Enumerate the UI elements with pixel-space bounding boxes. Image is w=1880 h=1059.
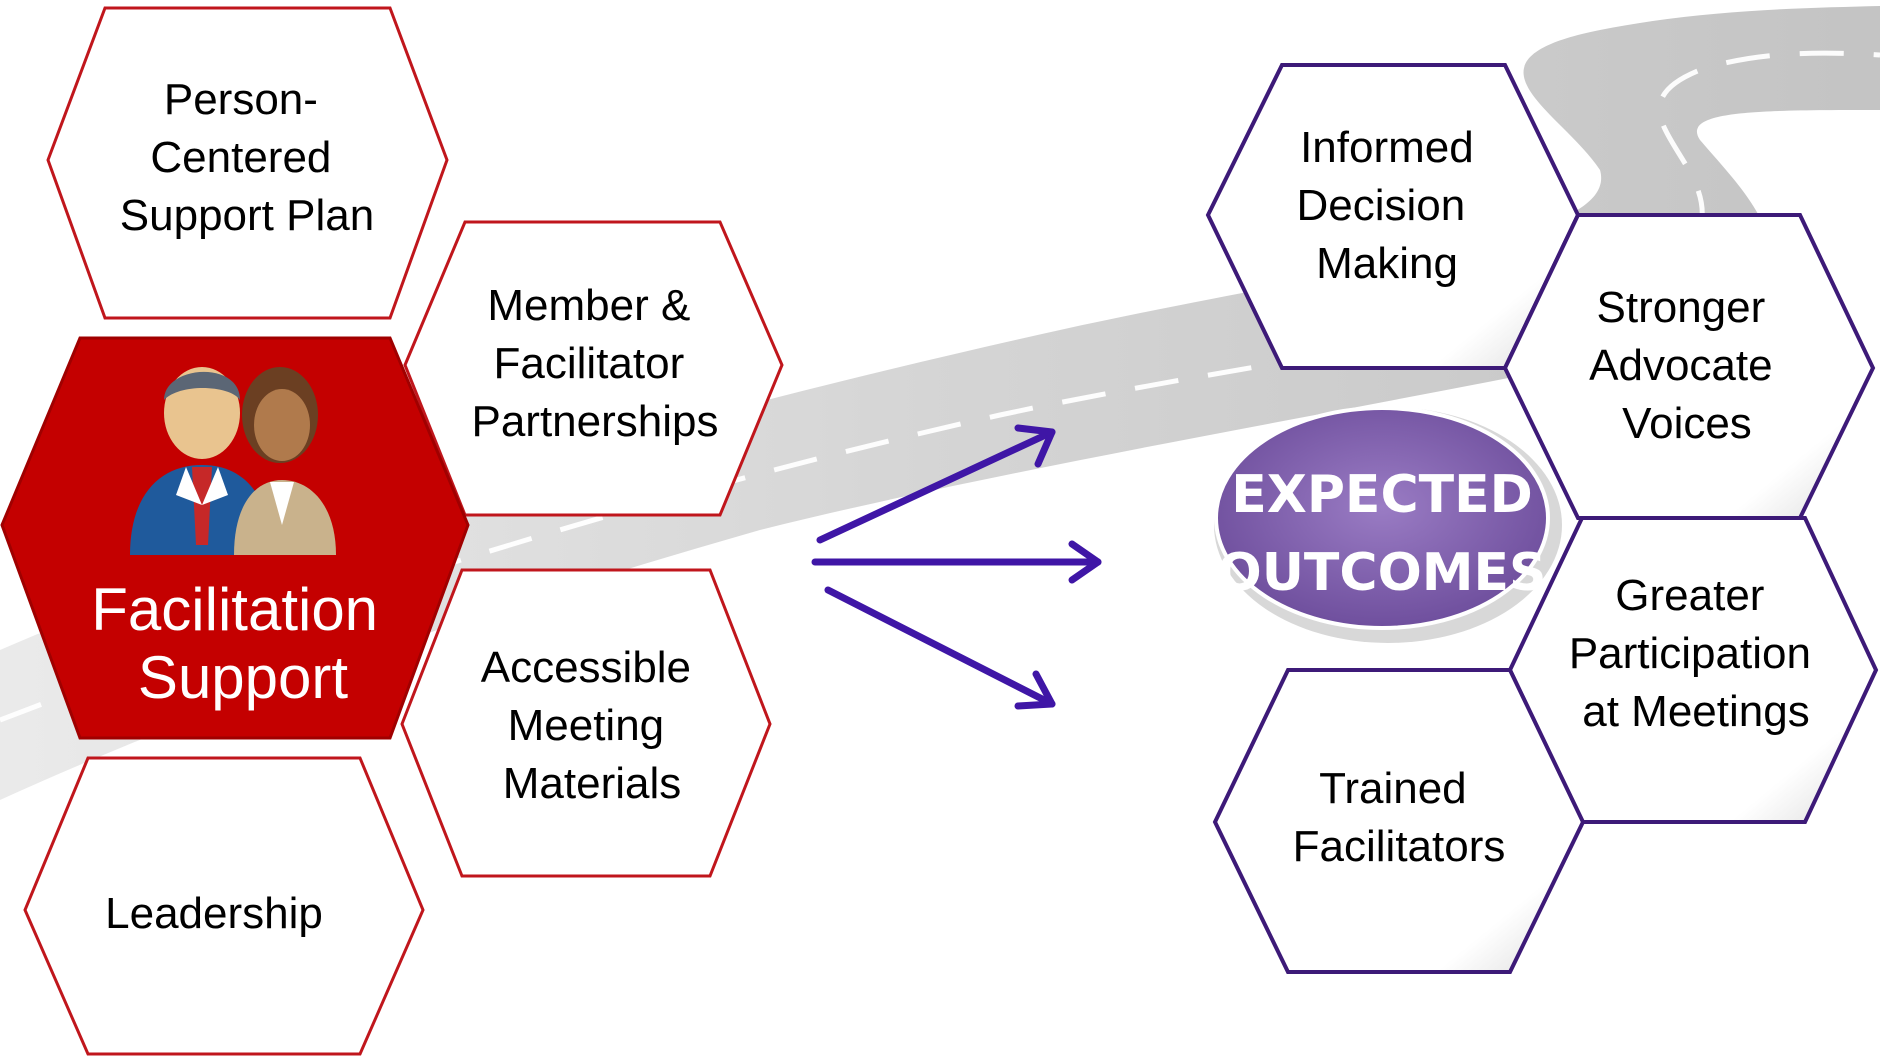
hex-stronger-voices-label: Stronger Advocate Voices — [1589, 283, 1785, 448]
hex-stronger-voices-line-1: Stronger — [1597, 283, 1766, 332]
hex-greater-participation-line-2: Participation — [1569, 629, 1811, 678]
hex-stronger-voices: Stronger Advocate Voices — [1502, 213, 1876, 520]
hex-facilitation-support-line-1: Facilitation — [91, 576, 378, 643]
hex-trained-facilitators-label: Trained Facilitators — [1293, 764, 1506, 871]
hex-member-facilitator-partnerships-label: Member & Facilitator Partnerships — [471, 281, 718, 446]
hex-stronger-voices-line-2: Advocate — [1589, 341, 1772, 390]
hex-accessible-materials-line-2: Meeting — [508, 701, 665, 750]
expected-outcomes-line-1: EXPECTED — [1231, 465, 1533, 525]
hex-member-facilitator-partnerships-line-2: Facilitator — [494, 339, 685, 388]
hex-person-centered-plan-line-2: Centered — [150, 133, 331, 182]
hex-greater-participation-line-3: at Meetings — [1582, 687, 1809, 736]
hex-facilitation-support-label: Facilitation Support — [91, 576, 394, 711]
hex-informed-decision-line-1: Informed — [1300, 123, 1474, 172]
hex-member-facilitator-partnerships-line-3: Partnerships — [471, 397, 718, 446]
arrows-group — [811, 424, 1102, 710]
hex-trained-facilitators-line-2: Facilitators — [1293, 822, 1506, 871]
hex-leadership-label: Leadership — [105, 889, 323, 938]
arrow-right-icon — [824, 586, 1056, 710]
people-icon — [130, 367, 336, 555]
hex-trained-facilitators-shape — [1212, 668, 1586, 974]
expected-outcomes-badge: EXPECTED OUTCOMES — [1214, 406, 1562, 643]
expected-outcomes-badge-shape — [1214, 406, 1550, 630]
hex-leadership: Leadership — [23, 756, 425, 1056]
hex-person-centered-plan: Person- Centered Support Plan — [46, 6, 449, 320]
hex-greater-participation-label: Greater Participation at Meetings — [1569, 571, 1823, 736]
arrow-right-icon — [811, 540, 1102, 584]
hex-trained-facilitators-line-1: Trained — [1319, 764, 1467, 813]
hex-accessible-materials-label: Accessible Meeting Materials — [481, 643, 704, 808]
hex-member-facilitator-partnerships-line-1: Member & — [487, 281, 690, 330]
hex-leadership-line-1: Leadership — [105, 889, 323, 938]
hex-stronger-voices-shape — [1502, 213, 1876, 520]
hex-informed-decision-line-3: Making — [1316, 239, 1458, 288]
hex-accessible-materials-shape — [400, 568, 772, 878]
hex-informed-decision-label: Informed Decision Making — [1297, 123, 1486, 288]
hex-person-centered-plan-shape — [46, 6, 449, 320]
hex-accessible-materials: Accessible Meeting Materials — [400, 568, 772, 878]
hex-facilitation-support-line-2: Support — [138, 644, 348, 711]
hex-greater-participation: Greater Participation at Meetings — [1507, 516, 1879, 824]
hex-person-centered-plan-line-3: Support Plan — [120, 191, 374, 240]
hex-accessible-materials-line-1: Accessible — [481, 643, 691, 692]
hex-accessible-materials-line-3: Materials — [503, 759, 682, 808]
hex-leadership-shape — [23, 756, 425, 1056]
hex-person-centered-plan-line-1: Person- — [164, 75, 318, 124]
hex-informed-decision-line-2: Decision — [1297, 181, 1466, 230]
hex-greater-participation-line-1: Greater — [1615, 571, 1764, 620]
hex-stronger-voices-line-3: Voices — [1622, 399, 1752, 448]
hex-member-facilitator-partnerships: Member & Facilitator Partnerships — [403, 220, 784, 517]
hex-person-centered-plan-label: Person- Centered Support Plan — [120, 75, 374, 240]
hex-trained-facilitators: Trained Facilitators — [1212, 668, 1586, 974]
expected-outcomes-line-2: OUTCOMES — [1218, 543, 1547, 603]
hex-informed-decision: Informed Decision Making — [1205, 63, 1581, 370]
arrow-right-icon — [816, 424, 1056, 544]
hex-facilitation-support: Facilitation Support — [0, 336, 470, 740]
